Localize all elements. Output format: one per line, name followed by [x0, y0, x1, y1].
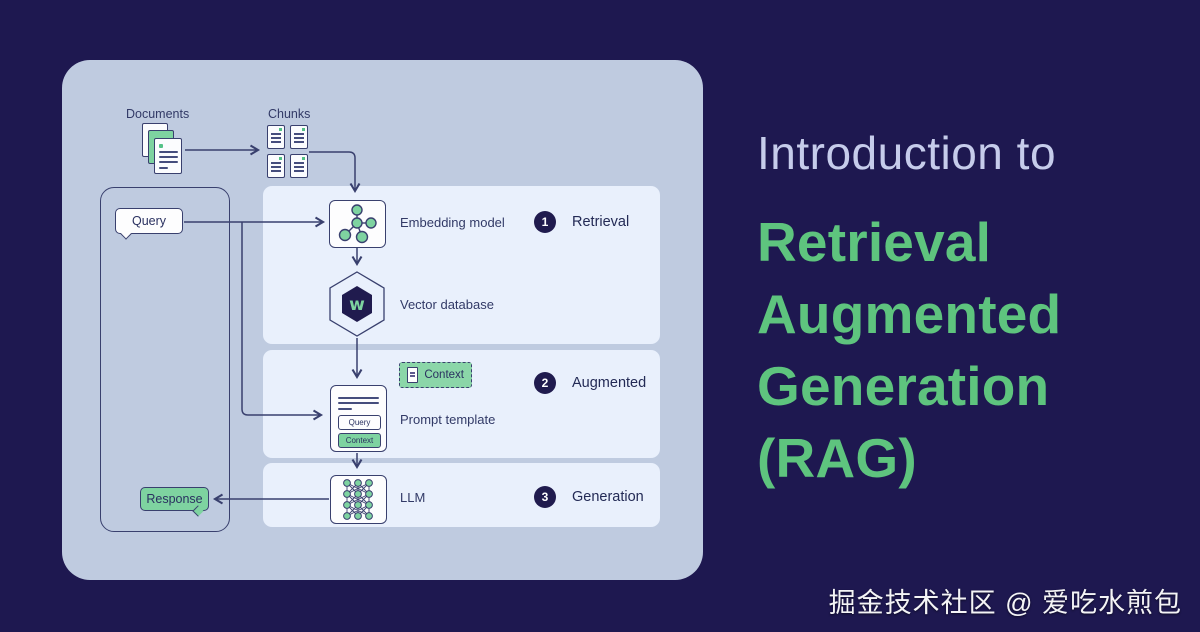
vector-database-icon: w: [329, 271, 385, 337]
main-title: Retrieval Augmented Generation (RAG): [757, 206, 1061, 494]
main-title-line-3: Generation: [757, 355, 1050, 417]
chunks-label: Chunks: [268, 107, 311, 121]
step-3-badge: 3: [534, 486, 556, 508]
prompt-context-slot: Context: [338, 433, 381, 448]
query-bubble-label: Query: [131, 214, 167, 228]
panel-generation: [263, 463, 660, 527]
context-chip-label: Context: [424, 369, 464, 381]
prompt-template-label: Prompt template: [400, 412, 496, 427]
response-bubble: Response: [140, 487, 209, 517]
documents-label: Documents: [126, 107, 190, 121]
llm-neural-network-icon: [343, 479, 373, 520]
step-2-label: Augmented: [572, 375, 647, 391]
panel-retrieval: [263, 186, 660, 344]
prompt-template-box: Query Context: [330, 385, 387, 452]
llm-box: [330, 475, 387, 524]
context-chip: Context: [399, 362, 472, 388]
main-title-line-1: Retrieval: [757, 211, 992, 273]
embedding-model-label: Embedding model: [400, 215, 505, 230]
watermark-text: 掘金技术社区 @ 爱吃水煎包: [828, 588, 1182, 618]
intro-title: Introduction to: [757, 127, 1057, 179]
query-response-group-outline: [100, 187, 230, 532]
diagram-card: Documents Chunks Query R: [62, 60, 703, 580]
query-bubble: Query: [115, 208, 183, 240]
step-1-label: Retrieval: [572, 214, 630, 230]
svg-text:w: w: [349, 295, 365, 315]
embedding-model-box: [329, 200, 386, 248]
response-bubble-label: Response: [146, 492, 203, 506]
main-title-line-4: (RAG): [757, 427, 917, 489]
llm-label: LLM: [400, 490, 426, 505]
prompt-query-slot: Query: [338, 415, 381, 430]
context-chip-doc-icon: [407, 367, 419, 383]
step-1-badge: 1: [534, 211, 556, 233]
vector-database-label: Vector database: [400, 297, 494, 312]
step-3-label: Generation: [572, 489, 644, 505]
main-title-line-2: Augmented: [757, 283, 1062, 345]
step-2-badge: 2: [534, 372, 556, 394]
embedding-model-icon: [338, 204, 377, 244]
